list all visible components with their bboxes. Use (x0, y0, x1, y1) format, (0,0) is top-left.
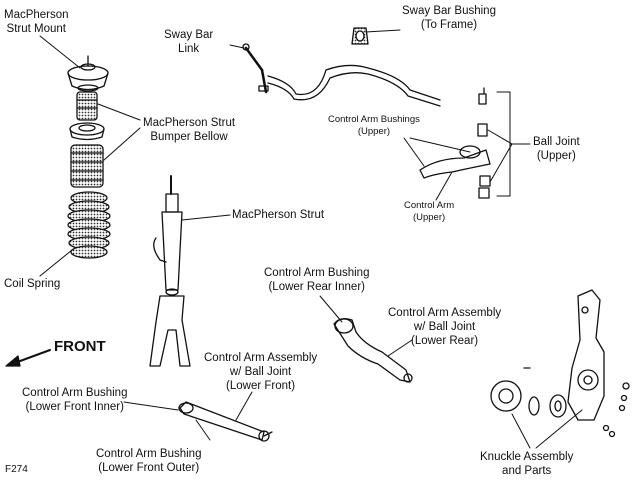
label-ball-joint-upper-line1: Ball Joint (533, 136, 580, 148)
label-control-arm-bushings-upper-line2: (Upper) (357, 126, 391, 137)
label-ball-joint-upper: Ball Joint (Upper) (533, 135, 580, 163)
label-bushing-lower-front-inner-line1: Control Arm Bushing (22, 387, 128, 399)
label-sway-bar-link: Sway Bar Link (164, 28, 213, 56)
label-bushing-lower-front-outer-line2: (Lower Front Outer) (98, 462, 200, 474)
label-control-arm-upper: Control Arm (Upper) (404, 200, 454, 224)
label-bushing-lower-front-outer-line1: Control Arm Bushing (96, 448, 202, 460)
sway-bar-link-part (242, 43, 269, 94)
lower-front-arm-part (178, 401, 273, 442)
label-bumper-bellow-line2: Bumper Bellow (150, 131, 228, 143)
label-assembly-lower-front-line1: Control Arm Assembly (204, 352, 318, 364)
label-assembly-lower-rear-line2: w/ Ball Joint (413, 321, 476, 333)
front-arrow (5, 349, 51, 367)
label-assembly-lower-front: Control Arm Assembly w/ Ball Joint (Lowe… (204, 351, 317, 393)
figure-code: F274 (5, 464, 28, 475)
label-sway-bar-link-line1: Sway Bar (164, 29, 214, 41)
label-assembly-lower-front-line3: (Lower Front) (226, 380, 296, 392)
strut-part (149, 175, 191, 367)
lower-rear-arm-part (333, 318, 413, 383)
label-knuckle-line2: and Parts (502, 465, 552, 477)
label-bushing-lower-rear-inner: Control Arm Bushing (Lower Rear Inner) (264, 266, 369, 294)
label-assembly-lower-front-line2: w/ Ball Joint (229, 366, 292, 378)
coil-spring-part (67, 191, 111, 259)
bellow-part (70, 144, 104, 188)
label-assembly-lower-rear-line1: Control Arm Assembly (388, 307, 502, 319)
label-bushing-lower-front-outer: Control Arm Bushing (Lower Front Outer) (96, 447, 201, 475)
label-strut-mount-line1: MacPherson (4, 9, 69, 21)
label-strut-mount: MacPherson Strut Mount (4, 8, 69, 36)
label-macpherson-strut: MacPherson Strut (232, 208, 324, 222)
upper-control-arm-part (419, 87, 491, 199)
label-bumper-bellow-line1: MacPherson Strut (143, 117, 236, 129)
label-knuckle-line1: Knuckle Assembly (480, 451, 574, 463)
knuckle-part (490, 289, 630, 438)
front-label: FRONT (54, 338, 106, 355)
label-bushing-lower-front-inner-line2: (Lower Front Inner) (25, 401, 124, 413)
label-control-arm-upper-line1: Control Arm (404, 200, 455, 211)
label-bushing-lower-rear-inner-line2: (Lower Rear Inner) (268, 281, 365, 293)
label-macpherson-strut-line1: MacPherson Strut (232, 209, 325, 221)
label-bumper-bellow: MacPherson Strut Bumper Bellow (143, 116, 235, 144)
label-strut-mount-line2: Strut Mount (6, 23, 66, 35)
label-coil-spring-line1: Coil Spring (4, 278, 61, 290)
label-knuckle-assembly: Knuckle Assembly and Parts (480, 450, 573, 478)
label-bushing-lower-rear-inner-line1: Control Arm Bushing (264, 267, 370, 279)
label-sway-bar-bushing-line2: (To Frame) (420, 19, 478, 31)
label-assembly-lower-rear-line3: (Lower Rear) (411, 335, 479, 347)
label-assembly-lower-rear: Control Arm Assembly w/ Ball Joint (Lowe… (388, 306, 501, 348)
label-ball-joint-upper-line2: (Upper) (536, 150, 576, 162)
label-sway-bar-bushing-line1: Sway Bar Bushing (402, 5, 496, 17)
label-sway-bar-link-line2: Link (178, 43, 200, 55)
label-control-arm-bushings-upper-line1: Control Arm Bushings (328, 114, 420, 125)
label-sway-bar-bushing: Sway Bar Bushing (To Frame) (402, 4, 496, 32)
label-coil-spring: Coil Spring (4, 277, 60, 291)
bumper-block-part (76, 91, 98, 121)
spring-seat-part (69, 122, 105, 141)
strut-mount-part (67, 55, 109, 92)
label-control-arm-bushings-upper: Control Arm Bushings (Upper) (328, 114, 420, 138)
sway-bar-part (267, 27, 441, 107)
label-bushing-lower-front-inner: Control Arm Bushing (Lower Front Inner) (22, 386, 127, 414)
label-control-arm-upper-line2: (Upper) (412, 212, 446, 223)
leader-lines (39, 29, 583, 449)
